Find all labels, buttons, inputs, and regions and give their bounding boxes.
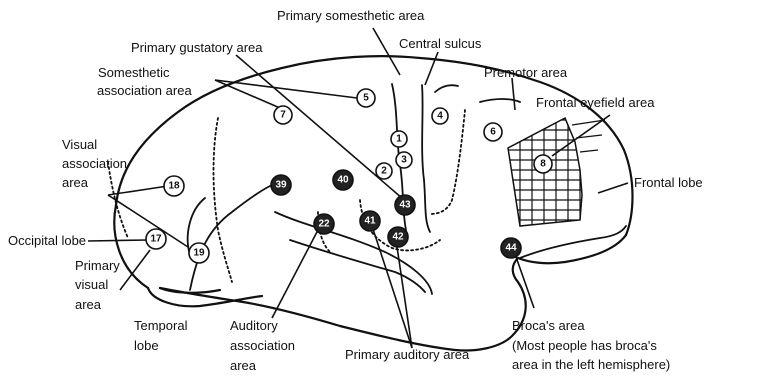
area-43-marker: 43 [395, 195, 415, 215]
area-44-number: 44 [505, 243, 517, 254]
area-3-marker: 3 [396, 152, 412, 168]
area-42-marker: 42 [388, 227, 408, 247]
area-1-marker: 1 [391, 131, 407, 147]
area-boundaries [108, 110, 465, 282]
label-primary-visual-line1: Primary [75, 258, 120, 273]
label-brocas-area-line3: area in the left hemisphere) [512, 357, 670, 372]
area-1-number: 1 [396, 134, 402, 145]
area-5-marker: 5 [357, 89, 375, 107]
label-occipital-lobe: Occipital lobe [8, 233, 86, 248]
label-frontal-eyefield-area: Frontal eyefield area [536, 95, 655, 110]
area-6-number: 6 [490, 127, 496, 138]
label-frontal-lobe: Frontal lobe [634, 175, 703, 190]
label-visual-association-line2: association [62, 156, 127, 171]
label-primary-gustatory-area: Primary gustatory area [131, 40, 263, 55]
label-somesthetic-association-line2: association area [97, 83, 192, 98]
area-42-number: 42 [392, 232, 404, 243]
area-2-number: 2 [381, 166, 387, 177]
label-primary-auditory-area: Primary auditory area [345, 347, 470, 362]
area-8-marker: 8 [534, 155, 552, 173]
area-41-marker: 41 [360, 211, 380, 231]
label-visual-association-line3: area [62, 175, 89, 190]
label-primary-visual-line3: area [75, 297, 102, 312]
area-7-number: 7 [280, 110, 286, 121]
area-6-marker: 6 [484, 123, 502, 141]
label-somesthetic-association-line1: Somesthetic [98, 65, 170, 80]
area-40-number: 40 [337, 175, 349, 186]
area-17-number: 17 [150, 234, 162, 245]
area-44-marker: 44 [501, 238, 521, 258]
labels: Primary somesthetic area Primary gustato… [8, 8, 703, 373]
area-19-marker: 19 [189, 243, 209, 263]
label-primary-somesthetic-area: Primary somesthetic area [277, 8, 425, 23]
area-43-number: 43 [399, 200, 411, 211]
area-17-marker: 17 [146, 229, 166, 249]
area-3-number: 3 [401, 155, 407, 166]
label-brocas-area-line2: (Most people has broca's [512, 338, 657, 353]
label-auditory-association-line1: Auditory [230, 318, 278, 333]
frontal-eyefield-hatch [500, 110, 605, 230]
area-18-marker: 18 [164, 176, 184, 196]
label-temporal-lobe-line2: lobe [134, 338, 159, 353]
area-8-number: 8 [540, 159, 546, 170]
label-auditory-association-line2: association [230, 338, 295, 353]
area-18-number: 18 [168, 181, 180, 192]
area-39-number: 39 [275, 180, 287, 191]
area-2-marker: 2 [376, 163, 392, 179]
area-markers: 1 2 3 4 5 6 7 8 [146, 89, 552, 263]
area-39-marker: 39 [271, 175, 291, 195]
label-premotor-area: Premotor area [484, 65, 568, 80]
label-temporal-lobe-line1: Temporal [134, 318, 188, 333]
area-7-marker: 7 [274, 106, 292, 124]
label-central-sulcus: Central sulcus [399, 36, 482, 51]
label-primary-visual-line2: visual [75, 277, 108, 292]
area-22-number: 22 [318, 219, 330, 230]
area-40-marker: 40 [333, 170, 353, 190]
area-4-marker: 4 [432, 108, 448, 124]
area-4-number: 4 [437, 111, 443, 122]
label-brocas-area-line1: Broca's area [512, 318, 585, 333]
area-5-number: 5 [363, 93, 369, 104]
area-22-marker: 22 [314, 214, 334, 234]
area-41-number: 41 [364, 216, 376, 227]
label-visual-association-line1: Visual [62, 137, 97, 152]
label-auditory-association-line3: area [230, 358, 257, 373]
area-19-number: 19 [193, 248, 205, 259]
